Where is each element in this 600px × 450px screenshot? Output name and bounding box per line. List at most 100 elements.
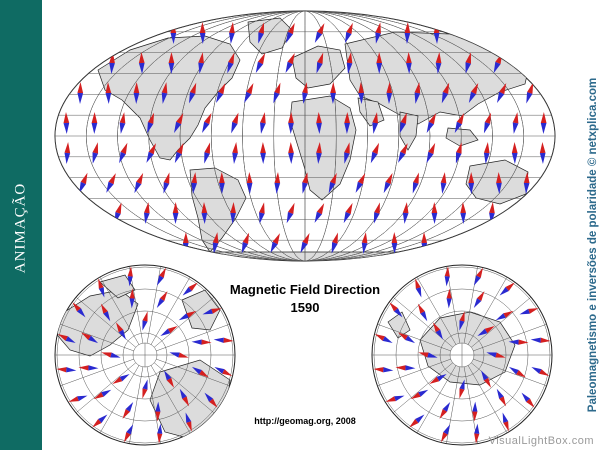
field-arrow — [133, 82, 140, 104]
field-arrow — [373, 367, 394, 373]
field-arrow — [260, 142, 266, 164]
field-arrow — [92, 414, 108, 428]
field-arrow — [495, 310, 514, 321]
field-arrow — [127, 266, 133, 287]
field-arrow — [355, 173, 366, 193]
field-arrow — [191, 366, 209, 378]
field-arrow — [508, 339, 529, 345]
field-arrow — [260, 112, 266, 134]
field-arrow — [410, 389, 429, 400]
field-arrow — [344, 112, 350, 134]
north-polar-panel — [54, 264, 236, 446]
south-polar-graticule — [372, 266, 552, 444]
field-arrow — [330, 82, 336, 104]
field-arrow — [344, 142, 350, 164]
field-arrow — [202, 308, 222, 315]
field-arrow — [483, 112, 492, 134]
field-arrow — [105, 82, 112, 104]
map-title: Magnetic Field Direction — [229, 282, 381, 297]
field-arrow — [370, 142, 380, 164]
field-arrow — [302, 172, 308, 194]
field-arrow — [511, 142, 518, 164]
field-arrow — [174, 142, 184, 164]
field-arrow — [316, 52, 324, 74]
field-arrow — [415, 278, 422, 298]
field-arrow — [361, 232, 368, 254]
field-arrow — [523, 172, 530, 194]
field-arrow — [375, 22, 381, 44]
field-arrow — [216, 83, 226, 103]
field-arrow — [412, 172, 419, 194]
field-arrow — [270, 233, 280, 253]
field-arrow — [444, 266, 450, 287]
field-arrow — [129, 288, 135, 309]
field-arrow — [143, 202, 150, 224]
field-arrow — [185, 412, 192, 432]
field-arrow — [100, 303, 111, 322]
field-arrow — [328, 172, 337, 194]
field-arrow — [56, 367, 77, 373]
field-arrow — [168, 52, 175, 74]
field-arrow — [259, 202, 265, 224]
field-arrow — [161, 82, 168, 104]
field-arrow — [404, 22, 411, 44]
field-arrow — [258, 22, 265, 44]
field-arrow — [112, 374, 130, 385]
field-arrow — [526, 82, 534, 104]
field-arrow — [530, 337, 551, 343]
field-arrow — [409, 414, 425, 428]
field-arrow — [178, 310, 197, 321]
field-arrow — [429, 374, 447, 385]
field-arrow — [481, 370, 492, 388]
field-arrow — [460, 202, 467, 224]
field-arrow — [374, 334, 393, 344]
field-arrow — [179, 388, 190, 407]
field-arrow — [346, 52, 353, 74]
field-arrow — [454, 113, 465, 133]
field-arrow — [302, 82, 308, 104]
credit-text: Paleomagnetismo e inversões de polaridad… — [587, 77, 599, 413]
field-arrow — [156, 267, 166, 286]
watermark: VisualLightBox.com — [488, 435, 594, 447]
field-arrow — [156, 291, 168, 309]
field-arrow — [91, 112, 98, 134]
field-arrow — [288, 112, 294, 134]
field-arrow — [496, 172, 502, 194]
field-arrow — [146, 143, 157, 163]
field-arrow — [227, 52, 235, 74]
field-arrow — [465, 52, 472, 74]
field-arrow — [376, 52, 383, 74]
field-arrow — [169, 352, 189, 358]
world-map-panel — [54, 10, 556, 262]
field-arrow — [189, 82, 197, 104]
field-arrow — [441, 424, 451, 443]
field-arrow — [274, 172, 281, 194]
field-arrow — [81, 332, 99, 344]
field-arrow — [414, 82, 421, 104]
field-arrow — [512, 112, 519, 134]
field-arrow — [174, 113, 184, 133]
field-arrow — [519, 308, 539, 315]
field-arrow — [115, 322, 126, 340]
field-arrow — [160, 325, 178, 336]
south-polar-field-arrows — [373, 266, 551, 444]
field-arrow — [124, 424, 134, 443]
field-arrow — [93, 389, 112, 400]
field-arrow — [473, 267, 483, 286]
north-polar-graticule — [55, 266, 235, 444]
field-arrow — [497, 83, 507, 103]
field-arrow — [300, 232, 310, 254]
field-arrow — [147, 112, 155, 134]
field-arrow — [439, 401, 451, 419]
field-arrow — [198, 52, 204, 74]
field-arrow — [212, 232, 219, 254]
field-arrow — [344, 22, 353, 44]
field-arrow — [213, 337, 234, 343]
field-arrow — [358, 82, 365, 104]
field-arrow — [508, 366, 526, 378]
field-arrow — [426, 113, 437, 133]
south-polar-panel — [371, 264, 553, 446]
field-arrow — [399, 112, 407, 134]
field-arrow — [273, 82, 281, 104]
field-arrow — [531, 366, 550, 376]
